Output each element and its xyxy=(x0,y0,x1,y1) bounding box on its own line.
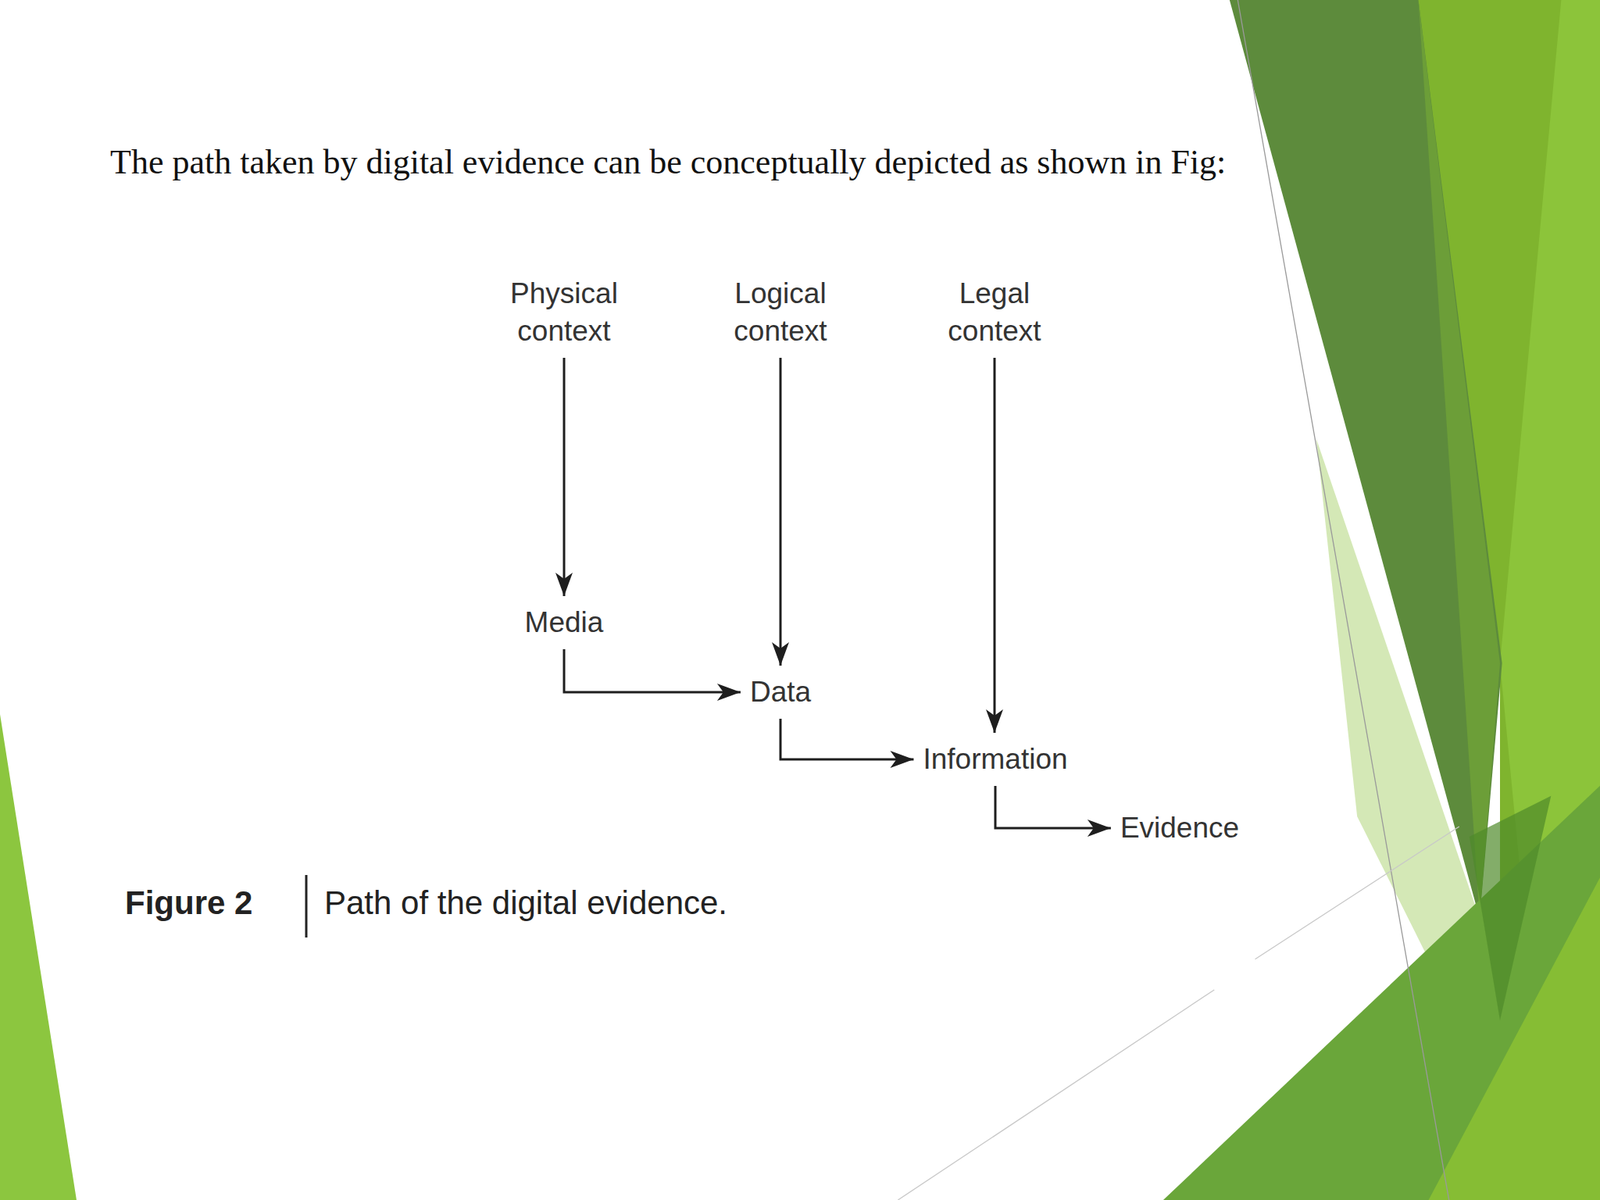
arrow-head xyxy=(555,572,573,597)
arrow-connector xyxy=(771,357,790,666)
connector-line xyxy=(563,357,566,597)
connector-line xyxy=(778,357,782,666)
connector-line xyxy=(992,357,996,733)
green-sliver xyxy=(0,714,77,1200)
node-text: Logical context xyxy=(733,275,827,350)
node-text: Media xyxy=(525,603,604,642)
arrow-connector xyxy=(780,718,914,768)
slide-title: The path taken by digital evidence can b… xyxy=(110,142,1226,183)
text-node: Legal context xyxy=(944,273,1044,352)
node-text: Information xyxy=(922,740,1068,779)
text-node: Information xyxy=(919,739,1071,780)
text-node: Physical context xyxy=(507,273,622,352)
green-band xyxy=(1163,785,1600,1200)
thin-line xyxy=(1237,0,1449,1200)
caption-separator xyxy=(305,875,308,938)
text-node: Data xyxy=(746,671,815,713)
arrow-connector xyxy=(995,785,1111,837)
arrow-connector xyxy=(985,357,1004,733)
text-node: Logical context xyxy=(730,273,830,352)
node-text: Physical context xyxy=(510,275,618,350)
arrow-head xyxy=(985,709,1004,733)
text-node: Evidence xyxy=(1117,807,1243,849)
connector-line xyxy=(564,649,741,693)
arrow-head xyxy=(717,683,741,701)
arrow-connector xyxy=(555,357,573,597)
arrow-connector xyxy=(564,649,741,701)
arrow-head xyxy=(889,750,914,768)
thin-line xyxy=(897,989,1215,1200)
arrow-head xyxy=(1087,819,1111,837)
text-node: Media xyxy=(521,602,608,643)
node-text: Evidence xyxy=(1120,809,1240,847)
node-text: Legal context xyxy=(947,275,1041,350)
figure-caption: Path of the digital evidence. xyxy=(324,884,728,922)
arrow-head xyxy=(771,642,790,666)
figure-label: Figure 2 xyxy=(125,884,253,922)
node-text: Data xyxy=(750,673,811,711)
green-band xyxy=(1469,796,1551,1021)
thin-line xyxy=(1255,826,1460,960)
